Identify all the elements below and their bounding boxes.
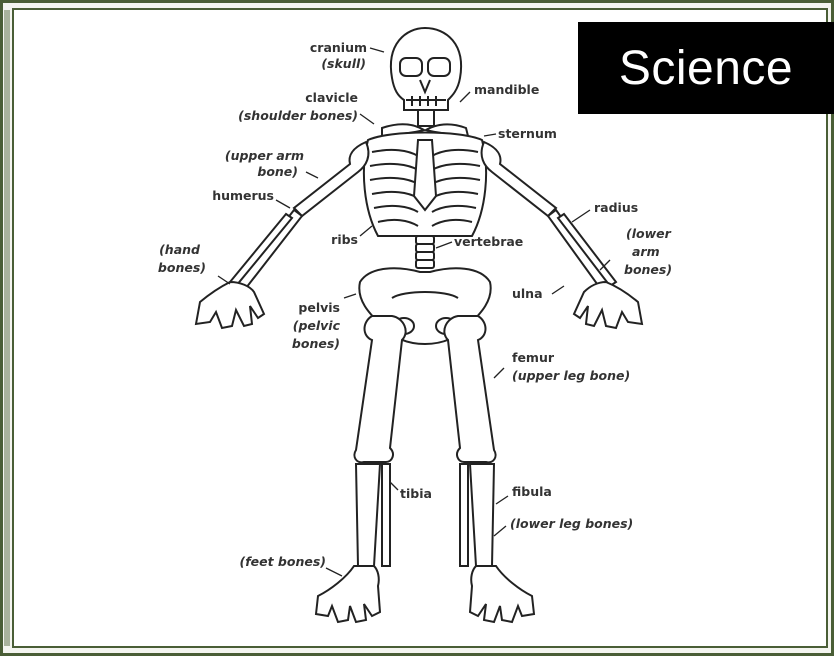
label-lower-arm-line3: bones) bbox=[624, 262, 672, 277]
left-leg bbox=[316, 316, 406, 622]
label-vertebrae: vertebrae bbox=[454, 234, 523, 249]
label-upper-arm-line2: bone) bbox=[257, 164, 298, 179]
label-feet: (feet bones) bbox=[240, 554, 327, 569]
label-pelvic-line1: (pelvic bbox=[293, 318, 341, 333]
label-upper-leg: (upper leg bone) bbox=[512, 368, 630, 383]
spine bbox=[416, 236, 434, 268]
label-hand-line1: (hand bbox=[159, 242, 201, 257]
label-femur: femur bbox=[512, 350, 555, 365]
science-badge: Science bbox=[578, 22, 834, 114]
label-shoulder-bones: (shoulder bones) bbox=[238, 108, 358, 123]
label-pelvic-line2: bones) bbox=[292, 336, 340, 351]
label-lower-arm-line1: (lower bbox=[626, 226, 672, 241]
label-sternum: sternum bbox=[498, 126, 557, 141]
label-fibula: fibula bbox=[512, 484, 552, 499]
label-upper-arm-line1: (upper arm bbox=[225, 148, 304, 163]
label-cranium: cranium bbox=[310, 40, 367, 55]
label-hand-line2: bones) bbox=[158, 260, 206, 275]
rib-cage bbox=[364, 133, 486, 237]
label-lower-arm-line2: arm bbox=[632, 244, 660, 259]
label-pelvis: pelvis bbox=[298, 300, 340, 315]
skull bbox=[391, 28, 461, 110]
label-ribs: ribs bbox=[331, 232, 358, 247]
label-clavicle: clavicle bbox=[305, 90, 358, 105]
label-humerus: humerus bbox=[212, 188, 274, 203]
label-lower-leg: (lower leg bones) bbox=[510, 516, 633, 531]
label-mandible: mandible bbox=[474, 82, 539, 97]
neck-bone bbox=[418, 110, 434, 126]
label-radius: radius bbox=[594, 200, 638, 215]
label-skull: (skull) bbox=[321, 56, 366, 71]
label-ulna: ulna bbox=[512, 286, 543, 301]
label-tibia: tibia bbox=[400, 486, 432, 501]
